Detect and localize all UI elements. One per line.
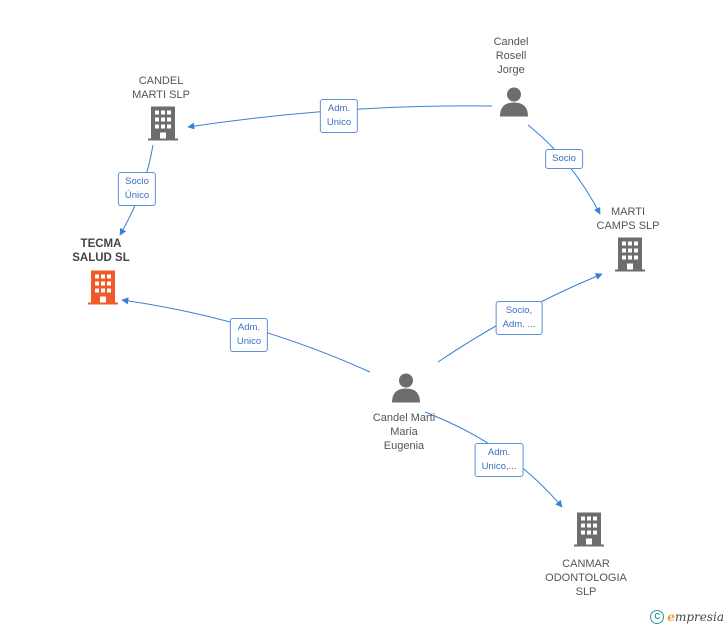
building-icon[interactable] (615, 237, 645, 277)
edge-label-eugenia-to-tecma[interactable]: Adm. Unico (229, 318, 269, 352)
candel-marti-maria-eugenia-person-icon (392, 373, 420, 403)
brand-name: mpresia (674, 610, 724, 624)
node-label-candel-rosell-jorge[interactable]: Candel Rosell Jorge (494, 35, 529, 77)
edge-label-line: Adm. (237, 322, 261, 333)
candel-rosell-jorge-person-icon (500, 87, 528, 117)
node-label-line: Candel (493, 36, 529, 48)
node-label-line: Jorge (497, 64, 525, 76)
canmar-odontologia-slp-building-icon (574, 512, 604, 547)
person-icon[interactable] (499, 87, 529, 122)
building-icon[interactable] (88, 270, 118, 310)
edge-label-line: Unico,... (481, 461, 517, 472)
node-label-line: CANDEL (138, 75, 184, 87)
node-label-candel-marti-slp[interactable]: CANDEL MARTI SLP (132, 74, 190, 102)
edge-label-eugenia-to-marti-camps[interactable]: Socio, Adm. ... (495, 301, 543, 335)
node-label-line: CANMAR (562, 558, 610, 570)
brand-logo: empresia (667, 610, 724, 624)
edge-label-line: Socio (125, 176, 149, 187)
edge-label-line: Adm. ... (502, 319, 536, 330)
node-label-marti-camps-slp[interactable]: MARTI CAMPS SLP (597, 205, 660, 233)
edge-label-jorge-to-marti-camps[interactable]: Socio (545, 149, 583, 169)
node-label-line: CAMPS SLP (596, 220, 660, 232)
node-label-line: SLP (575, 586, 597, 598)
node-label-tecma-salud-sl[interactable]: TECMA SALUD SL (72, 237, 130, 265)
node-label-candel-marti-maria-eugenia[interactable]: Candel Marti Maria Eugenia (373, 411, 435, 453)
brand-watermark[interactable]: C empresia (650, 610, 724, 624)
node-label-canmar-odontologia-slp[interactable]: CANMAR ODONTOLOGIA SLP (545, 557, 627, 599)
edge-label-line: Unico (236, 336, 262, 347)
node-label-line: MARTI (610, 206, 646, 218)
edge-label-line: Socio (552, 153, 576, 164)
edge-label-eugenia-to-canmar[interactable]: Adm. Unico,... (474, 443, 524, 477)
copyright-icon: C (650, 610, 665, 624)
node-label-line: Maria (390, 426, 418, 438)
node-label-line: Candel Marti (372, 412, 436, 424)
node-label-line: TECMA (80, 238, 122, 250)
edge-label-line: Adm. (487, 447, 511, 458)
marti-camps-slp-building-icon (615, 237, 645, 272)
person-icon[interactable] (391, 373, 421, 408)
building-icon[interactable] (574, 512, 604, 552)
edge-jorge-to-marti-camps (527, 124, 601, 215)
edge-label-jorge-to-candel-marti[interactable]: Adm. Unico (319, 99, 359, 133)
edge-label-line: Unico (326, 117, 352, 128)
tecma-salud-sl-building-icon (88, 270, 118, 305)
node-label-line: SALUD SL (72, 252, 130, 264)
node-label-line: Eugenia (383, 440, 425, 452)
brand-initial: e (667, 610, 675, 624)
node-label-line: MARTI SLP (132, 89, 190, 101)
edge-label-line: Adm. (327, 103, 351, 114)
building-icon[interactable] (148, 106, 178, 146)
edge-label-line: Único (124, 190, 150, 201)
candel-marti-slp-building-icon (148, 106, 178, 141)
node-label-line: ODONTOLOGIA (545, 572, 627, 584)
edge-label-candel-marti-to-tecma[interactable]: Socio Único (117, 172, 157, 206)
node-label-line: Rosell (495, 50, 527, 62)
edge-label-line: Socio, (505, 305, 533, 316)
